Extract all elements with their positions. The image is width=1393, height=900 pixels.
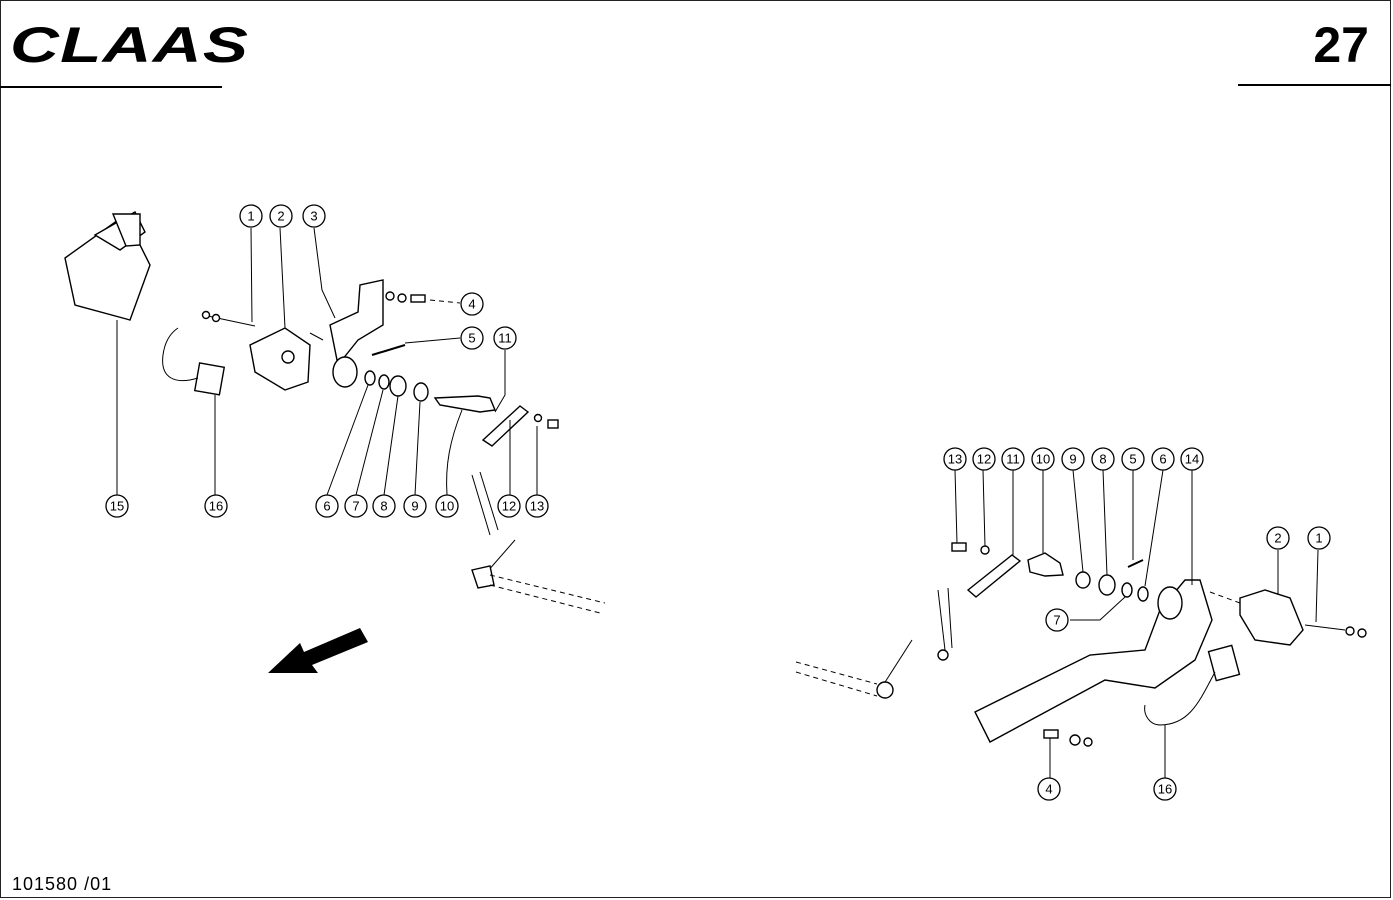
fasteners-parts-12-13 [509,413,559,495]
callout-label: 6 [1159,452,1166,467]
callout-right-8: 8 [1091,447,1115,471]
callout-label: 6 [323,499,330,514]
sensor-part-2-right [1239,550,1304,646]
callout-label: 1 [1315,531,1322,546]
callout-label: 4 [468,297,475,312]
callout-right-11: 11 [1001,447,1025,471]
callout-left-5: 5 [460,326,484,350]
callout-label: 12 [977,452,991,467]
callout-right-12: 12 [972,447,996,471]
fasteners-part-4 [385,291,461,304]
lever-part-11 [481,350,530,447]
callout-label: 12 [502,499,516,514]
callout-left-3: 3 [302,204,326,228]
right-assembly [795,468,1367,778]
callout-right-5: 5 [1121,447,1145,471]
pin-part-5 [371,337,461,356]
bolt-part-1-right [1209,549,1367,638]
callout-label: 13 [948,452,962,467]
fasteners-part-4-right [1043,729,1093,778]
callout-label: 9 [411,499,418,514]
callout-left-12: 12 [497,494,521,518]
callout-right-1: 1 [1307,526,1331,550]
left-callouts: 1 2 3 4 5 11 6 7 8 9 10 12 13 15 16 [105,204,549,518]
callout-right-6: 6 [1151,447,1175,471]
callout-label: 2 [277,209,284,224]
callout-left-7: 7 [344,494,368,518]
callout-label: 11 [1006,452,1020,467]
shaft-part-10 [433,395,496,496]
lever-part-11-right [966,470,1022,598]
callout-label: 1 [247,209,254,224]
header-rule-right [1238,84,1391,86]
left-assembly [64,211,606,673]
callout-right-2: 2 [1266,526,1290,550]
travel-direction-arrow-icon [268,628,368,673]
callout-right-4: 4 [1037,777,1061,801]
callout-label: 11 [498,331,512,346]
callout-label: 16 [209,499,223,514]
callout-left-4: 4 [460,292,484,316]
sensor-part-2 [249,227,311,391]
callout-label: 5 [468,331,475,346]
callout-label: 8 [380,499,387,514]
callout-left-2: 2 [269,204,293,228]
callout-label: 3 [310,209,317,224]
arm-part-14 [974,468,1213,743]
callout-left-10: 10 [435,494,459,518]
callout-left-13: 13 [525,494,549,518]
callout-left-6: 6 [315,494,339,518]
callout-left-8: 8 [372,494,396,518]
callout-label: 5 [1129,452,1136,467]
page-number: 27 [1313,17,1369,73]
linkage-rod-left [471,471,606,614]
callout-right-10: 10 [1031,447,1055,471]
bolt-part-1 [201,227,256,327]
cover-part-15 [64,211,151,495]
right-callouts: 13 12 11 10 9 8 5 6 14 2 1 7 4 16 [943,447,1331,801]
connector-part-16-right [1144,644,1241,778]
callout-label: 7 [352,499,359,514]
callout-left-15: 15 [105,494,129,518]
callout-left-1: 1 [239,204,263,228]
drawing-code: 101580 /01 [12,874,113,894]
callout-label: 10 [1036,452,1050,467]
callout-label: 7 [1053,613,1060,628]
linkage-rod-right [795,587,953,699]
callout-label: 16 [1158,782,1172,797]
header-rule-left [0,86,222,88]
callout-left-11: 11 [493,326,517,350]
callout-left-9: 9 [403,494,427,518]
callout-right-7: 7 [1045,608,1069,632]
fasteners-parts-12-13-right [951,469,990,555]
washers-parts-5-9-right [1070,469,1164,621]
callout-right-14: 14 [1180,447,1204,471]
washers-parts-6-9 [326,370,429,496]
callout-label: 2 [1274,531,1281,546]
shaft-part-10-right [1027,470,1064,577]
brand-logo: CLAAS [10,17,250,73]
callout-label: 4 [1045,782,1052,797]
callout-label: 13 [530,499,544,514]
callout-label: 8 [1099,452,1106,467]
callout-right-9: 9 [1061,447,1085,471]
callout-label: 14 [1185,452,1199,467]
callout-label: 10 [440,499,454,514]
connector-part-16 [162,327,226,495]
callout-label: 15 [110,499,124,514]
callout-right-13: 13 [943,447,967,471]
bracket-part-3 [309,227,384,388]
callout-label: 9 [1069,452,1076,467]
callout-right-16: 16 [1153,777,1177,801]
callout-left-16: 16 [204,494,228,518]
